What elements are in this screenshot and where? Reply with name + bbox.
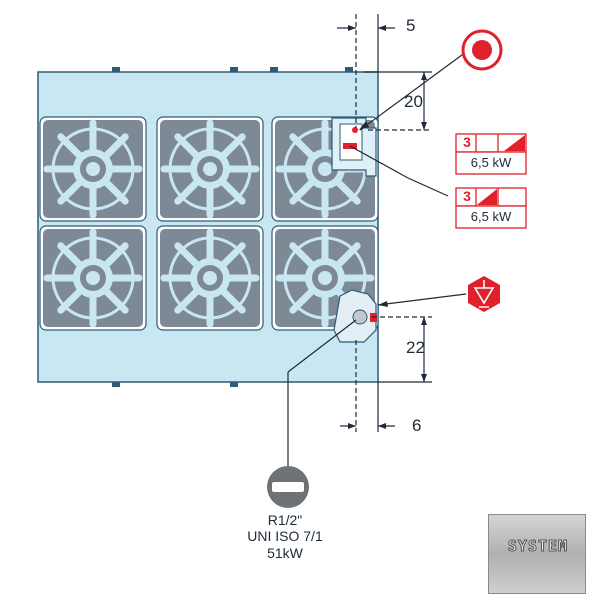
bottom-height-label: 22 bbox=[406, 338, 425, 357]
dimension-arrowheads bbox=[348, 25, 427, 429]
leader-arrowheads bbox=[359, 121, 388, 307]
red-circle-target-icon bbox=[461, 29, 503, 71]
electrical-count-2: 3 bbox=[463, 188, 471, 204]
burner-2 bbox=[156, 116, 264, 222]
gas-connection-box bbox=[333, 289, 377, 343]
system-logo: SYSTEM bbox=[488, 514, 586, 594]
bottom-offset-label: 6 bbox=[412, 416, 422, 435]
electrical-spec-box-1 bbox=[455, 133, 527, 175]
no-entry-icon bbox=[267, 466, 309, 508]
gas-power-label: 51kW bbox=[267, 545, 303, 561]
burner-5 bbox=[156, 225, 264, 331]
electrical-power-1: 6,5 kW bbox=[470, 155, 512, 170]
top-offset-label: 5 bbox=[406, 16, 416, 35]
top-height-label: 20 bbox=[404, 92, 423, 111]
leader-lines bbox=[287, 51, 467, 466]
electrical-count-1: 3 bbox=[463, 134, 471, 150]
burner-1 bbox=[39, 116, 147, 222]
gas-standard-label: UNI ISO 7/1 bbox=[247, 528, 323, 544]
electrical-connection-box bbox=[331, 117, 377, 177]
gas-thread-label: R1/2" bbox=[267, 512, 303, 528]
electrical-power-2: 6,5 kW bbox=[470, 209, 512, 224]
stove-feet bbox=[112, 67, 353, 387]
red-hexagon-earth-icon bbox=[468, 276, 500, 312]
electrical-spec-box-2 bbox=[455, 187, 527, 229]
logo-text: SYSTEM bbox=[507, 537, 569, 556]
dimension-lines bbox=[337, 14, 432, 432]
burner-4 bbox=[39, 225, 147, 331]
